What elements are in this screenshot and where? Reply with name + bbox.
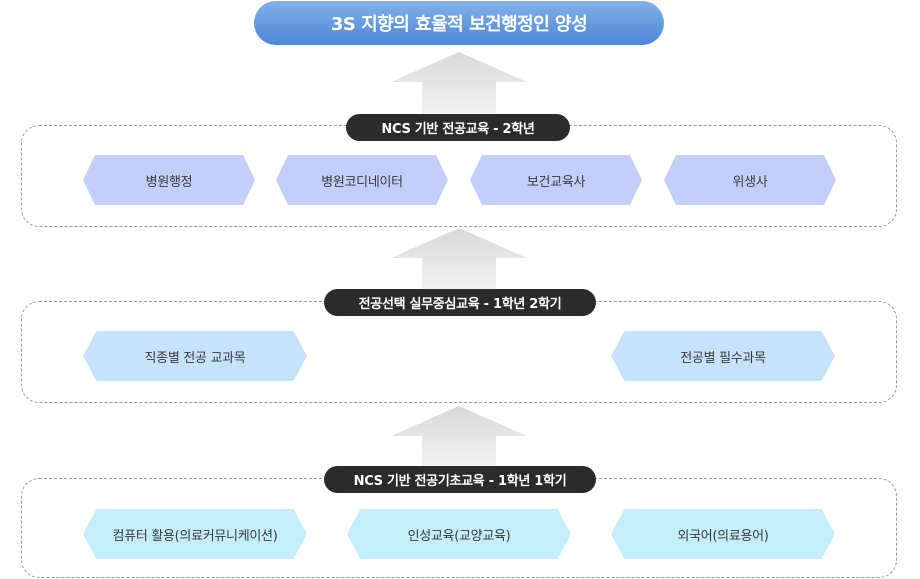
section-label-year1-sem2: 전공선택 실무중심교육 - 1학년 2학기 [324, 289, 596, 316]
course-sanitarian: 위생사 [664, 155, 836, 205]
course-computer-skills: 컴퓨터 활용(의료커뮤니케이션) [83, 509, 307, 559]
course-character-education: 인성교육(교양교육) [347, 509, 571, 559]
up-arrow-3 [391, 406, 527, 468]
up-arrow-1 [391, 52, 527, 114]
course-job-specific-major: 직종별 전공 교과목 [83, 331, 307, 381]
goal-title: 3S 지향의 효율적 보건행정인 양성 [330, 14, 588, 35]
course-required-major: 전공별 필수과목 [611, 331, 835, 381]
section-label-year2: NCS 기반 전공교육 - 2학년 [346, 114, 570, 141]
course-hospital-coordinator: 병원코디네이터 [276, 155, 448, 205]
up-arrow-2 [391, 228, 527, 290]
course-foreign-language: 외국어(의료용어) [611, 509, 835, 559]
goal-banner: 3S 지향의 효율적 보건행정인 양성 [254, 1, 664, 45]
course-hospital-admin: 병원행정 [83, 155, 255, 205]
section-label-year1-sem1: NCS 기반 전공기초교육 - 1학년 1학기 [324, 466, 596, 493]
course-health-educator: 보건교육사 [470, 155, 642, 205]
